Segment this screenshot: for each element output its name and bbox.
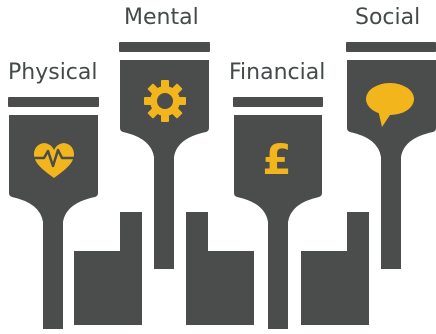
social-pillar — [346, 42, 436, 269]
social-label: Social — [355, 5, 421, 30]
physical-label: Physical — [8, 60, 98, 85]
mental-top-bar — [119, 42, 210, 52]
financial-pillar — [233, 97, 323, 329]
physical-body — [9, 115, 98, 329]
financial-top-bar — [233, 97, 323, 107]
mental-label: Mental — [124, 5, 199, 30]
physical-pillar — [8, 97, 99, 329]
mental-body — [120, 60, 209, 269]
social-top-bar — [346, 42, 436, 52]
gear-icon — [144, 80, 186, 122]
social-body — [347, 60, 436, 269]
connector-middle — [186, 212, 254, 325]
svg-text:£: £ — [262, 135, 291, 184]
pound-icon: £ — [262, 135, 291, 184]
connector-right — [301, 212, 369, 325]
physical-top-bar — [8, 97, 99, 107]
speech-bubble-icon — [366, 83, 414, 127]
mental-pillar — [119, 42, 210, 269]
heart-pulse-icon — [32, 143, 76, 178]
financial-body — [234, 115, 322, 329]
connector-left — [74, 212, 142, 325]
financial-label: Financial — [229, 60, 326, 85]
